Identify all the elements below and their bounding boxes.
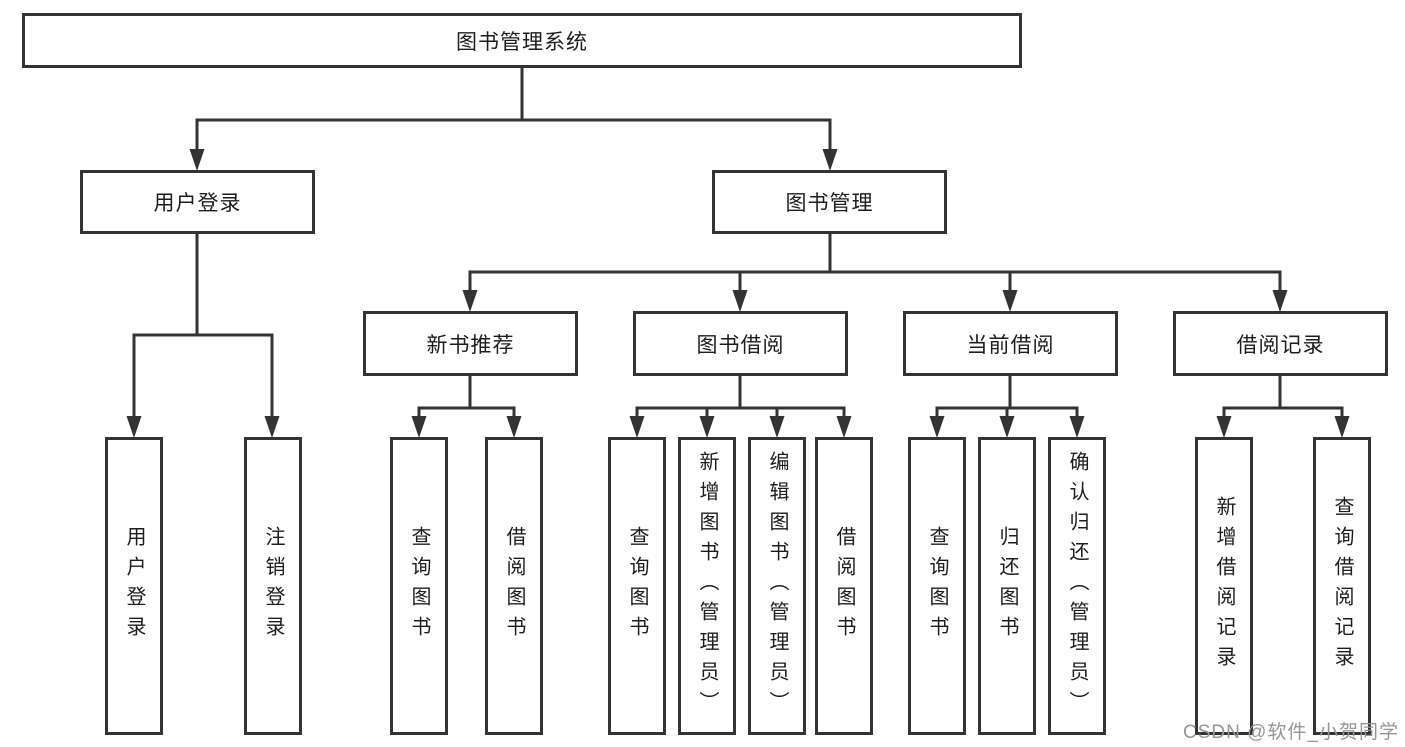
leaf-user-login: 用户登录 [105,437,163,735]
leaf-query-borrow-record-label: 查询借阅记录 [1331,496,1353,676]
leaf-return-book-label: 归还图书 [996,526,1018,646]
leaf-confirm-return-admin-label: 确认归还（管理员） [1066,451,1088,721]
leaf-borrow-books-recommend-label: 借阅图书 [503,526,525,646]
leaf-query-books-recommend-label: 查询图书 [408,526,430,646]
leaf-query-books-recommend: 查询图书 [390,437,448,735]
leaf-add-book-admin: 新增图书（管理员） [678,437,736,735]
leaf-borrow-books-recommend: 借阅图书 [485,437,543,735]
leaf-confirm-return-admin: 确认归还（管理员） [1048,437,1106,735]
node-new-book-recommendation: 新书推荐 [363,311,578,376]
leaf-query-books-borrowing: 查询图书 [608,437,666,735]
leaf-borrow-books-label: 借阅图书 [833,526,855,646]
leaf-query-books-borrowing-label: 查询图书 [626,526,648,646]
node-book-management-label: 图书管理 [785,192,874,215]
leaf-add-book-admin-label: 新增图书（管理员） [696,451,718,721]
node-root-label: 图书管理系统 [456,30,588,54]
leaf-logout-label: 注销登录 [262,526,284,646]
leaf-return-book: 归还图书 [978,437,1036,735]
leaf-logout: 注销登录 [244,437,302,735]
node-borrowing-records: 借阅记录 [1173,311,1388,376]
leaf-user-login-label: 用户登录 [123,526,145,646]
node-user-login-label: 用户登录 [153,192,242,215]
node-current-borrowing-label: 当前借阅 [966,333,1055,357]
node-user-login: 用户登录 [80,170,315,234]
node-book-borrowing: 图书借阅 [633,311,848,376]
leaf-add-borrow-record-label: 新增借阅记录 [1213,496,1235,676]
leaf-edit-book-admin: 编辑图书（管理员） [748,437,806,735]
leaf-add-borrow-record: 新增借阅记录 [1195,437,1253,735]
node-book-borrowing-label: 图书借阅 [696,333,785,357]
leaf-query-books-current-label: 查询图书 [926,526,948,646]
node-book-management: 图书管理 [712,170,947,234]
node-new-book-recommendation-label: 新书推荐 [426,333,515,357]
leaf-query-books-current: 查询图书 [908,437,966,735]
watermark: CSDN @软件_小贺同学 [1183,722,1399,743]
leaf-borrow-books: 借阅图书 [815,437,873,735]
node-borrowing-records-label: 借阅记录 [1236,333,1325,357]
node-root: 图书管理系统 [22,13,1022,68]
leaf-edit-book-admin-label: 编辑图书（管理员） [766,451,788,721]
node-current-borrowing: 当前借阅 [903,311,1118,376]
leaf-query-borrow-record: 查询借阅记录 [1313,437,1371,735]
